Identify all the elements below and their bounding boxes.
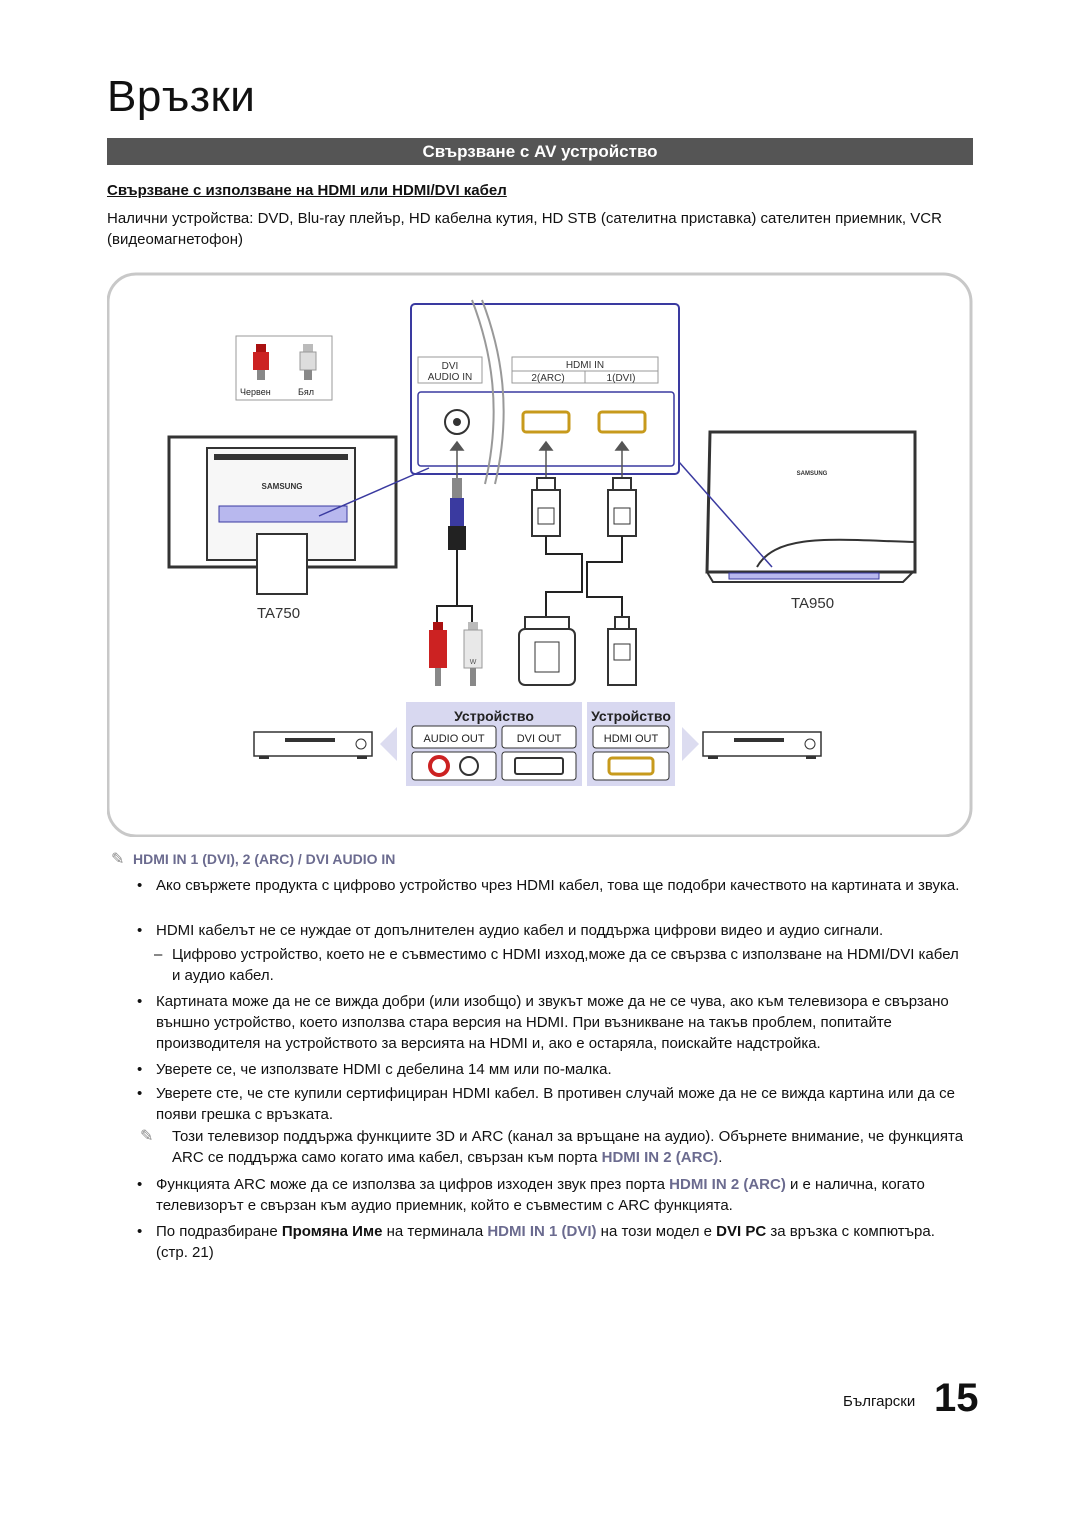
red-plug-icon [253,352,269,370]
note-heading-text: HDMI IN 1 (DVI), 2 (ARC) / DVI AUDIO IN [133,851,396,867]
legend-red-label: Червен [240,387,271,397]
rca-red-plug-icon [429,630,447,668]
audio-out-label: AUDIO OUT [423,733,484,745]
rca-color-legend: Червен Бял [235,335,333,401]
audio-out-white-jack-icon [459,756,479,776]
bullet-4: •Уверете се, че използвате HDMI с дебели… [137,1061,612,1078]
subsection-heading: Свързване с използване на HDMI или HDMI/… [107,182,507,199]
bullet-2: •HDMI кабелът не се нуждае от допълнител… [137,922,884,939]
diagram-frame [107,272,973,837]
dvi-out-port-icon [514,757,564,775]
rca-white-letter: W [470,659,477,666]
bullet-7: •По подразбиране Промяна Име на терминал… [137,1223,935,1261]
hdmi-out-port-icon [607,756,655,776]
hdmi-out-label: HDMI OUT [604,733,659,745]
note-heading: ✎ HDMI IN 1 (DVI), 2 (ARC) / DVI AUDIO IN [111,849,395,869]
monitor-ta750-back: SAMSUNG TA750 [167,435,398,622]
bullet-3: •Картината може да не се вижда добри (ил… [137,993,949,1052]
audio-out-red-jack-icon [428,755,450,777]
section-heading: Свързване с AV устройство [107,138,973,165]
hdmi-1-label: 1(DVI) [607,373,636,384]
hdmi-cables [518,477,637,686]
device-panel-right: Устройство HDMI OUT [587,702,675,786]
bullet-6: •Функцията ARC може да се използва за ци… [137,1176,925,1214]
arrow-right-icon [682,727,699,761]
brand-label-right: SAMSUNG [797,471,828,477]
hdmi2-port-icon [521,410,571,434]
note-pencil-icon-2: ✎ [140,1128,154,1145]
audio-in-label: AUDIO IN [428,372,472,383]
dvd-player-right-icon [702,731,822,759]
legend-white-label: Бял [298,387,314,397]
dvi-label: DVI [442,361,459,372]
arrow-left-icon [380,727,397,761]
tv-ta950-back: SAMSUNG TA950 [705,430,917,612]
brand-label-left: SAMSUNG [262,482,303,491]
dvi-out-label: DVI OUT [517,733,562,745]
bullet-5: •Уверете сте, че сте купили сертифициран… [137,1085,955,1123]
dvd-player-left-icon [253,731,373,759]
connection-diagram: Червен Бял DVI AUDIO IN HDMI IN 2(ARC) 1… [107,272,973,837]
model-ta950-label: TA950 [791,595,834,612]
hdmi1-port-icon [597,410,647,434]
tv-port-panel: DVI AUDIO IN HDMI IN 2(ARC) 1(DVI) [410,299,680,485]
bullet-1: •Ако свържете продукта с цифрово устройс… [137,877,960,894]
model-ta750-label: TA750 [257,605,300,622]
white-plug-icon [299,351,317,371]
page-number: 15 [934,1376,979,1420]
audio-cable: W [429,478,483,686]
hdmi-2-label: 2(ARC) [531,373,564,384]
bullet-2-sub: –Цифрово устройство, което не е съвмести… [154,946,959,984]
device-label-2: Устройство [591,708,671,724]
device-panel-left: Устройство AUDIO OUT DVI OUT [406,702,582,786]
page-title: Връзки [107,72,256,121]
device-label-1: Устройство [454,708,534,724]
connection-arrows [449,440,630,484]
hdmi-in-label: HDMI IN [566,360,604,371]
intro-paragraph: Налични устройства: DVD, Blu-ray плейър,… [107,210,942,248]
note-pencil-icon: ✎ [111,851,125,868]
note-arc: ✎Този телевизор поддържа функциите 3D и … [140,1128,964,1166]
footer-language: Български [843,1393,916,1410]
